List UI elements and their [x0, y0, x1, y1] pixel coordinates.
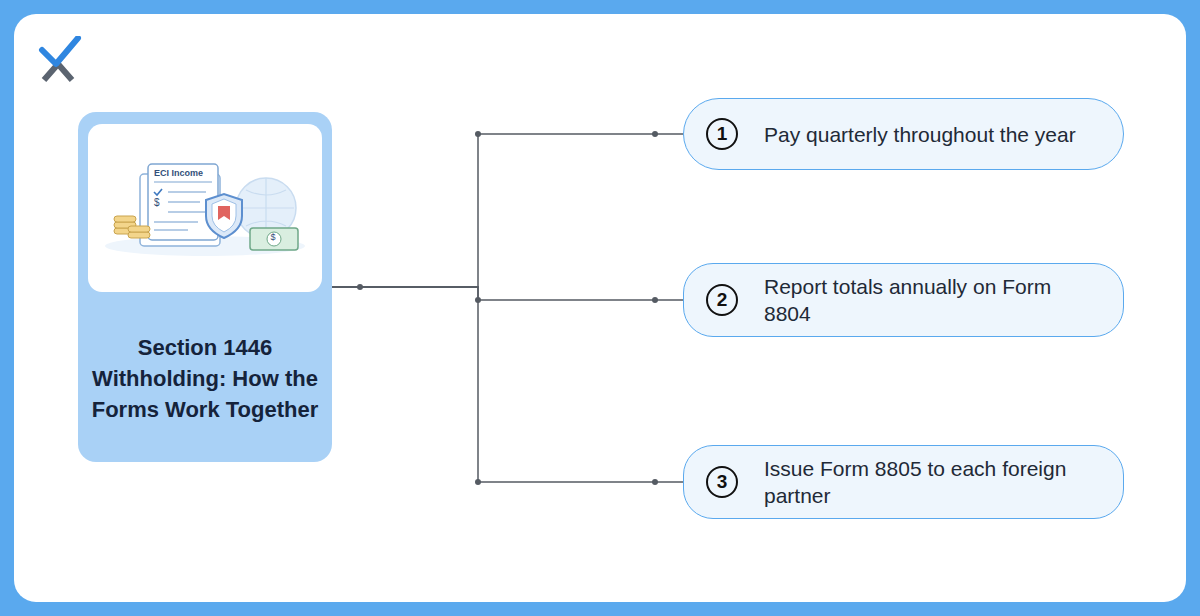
junction-dot: [652, 297, 658, 303]
branch-connector: [332, 287, 683, 300]
step-box: 1 Pay quarterly throughout the year: [683, 98, 1124, 170]
junction-dot: [475, 479, 481, 485]
step-text: Issue Form 8805 to each foreign partner: [764, 455, 1099, 509]
step-box: 3 Issue Form 8805 to each foreign partner: [683, 445, 1124, 519]
illustration-label: $: [154, 197, 160, 208]
brand-logo: [38, 36, 82, 84]
junction-dot: [652, 479, 658, 485]
eci-illustration: [88, 124, 322, 292]
step-text: Pay quarterly throughout the year: [764, 121, 1099, 148]
junction-dot: [475, 131, 481, 137]
topic-title: Section 1446 Withholding: How the Forms …: [90, 332, 320, 425]
junction-dot: [652, 131, 658, 137]
branch-connector: [332, 287, 683, 482]
step-text: Report totals annually on Form 8804: [764, 273, 1099, 327]
illustration-label: $: [271, 232, 276, 242]
callout-number: 2: [706, 284, 738, 316]
branch-connector: [332, 134, 683, 287]
step-box: 2 Report totals annually on Form 8804: [683, 263, 1124, 337]
illustration-frame: ECI Income $ $: [88, 124, 322, 292]
callout-number: 3: [706, 466, 738, 498]
callout-number: 1: [706, 118, 738, 150]
illustration-label: ECI Income: [154, 168, 203, 178]
junction-dot: [357, 284, 363, 290]
title-area: Section 1446 Withholding: How the Forms …: [90, 294, 320, 462]
topic-box: ECI Income $ $ Section 1446 Withholding: Ho…: [78, 112, 332, 462]
